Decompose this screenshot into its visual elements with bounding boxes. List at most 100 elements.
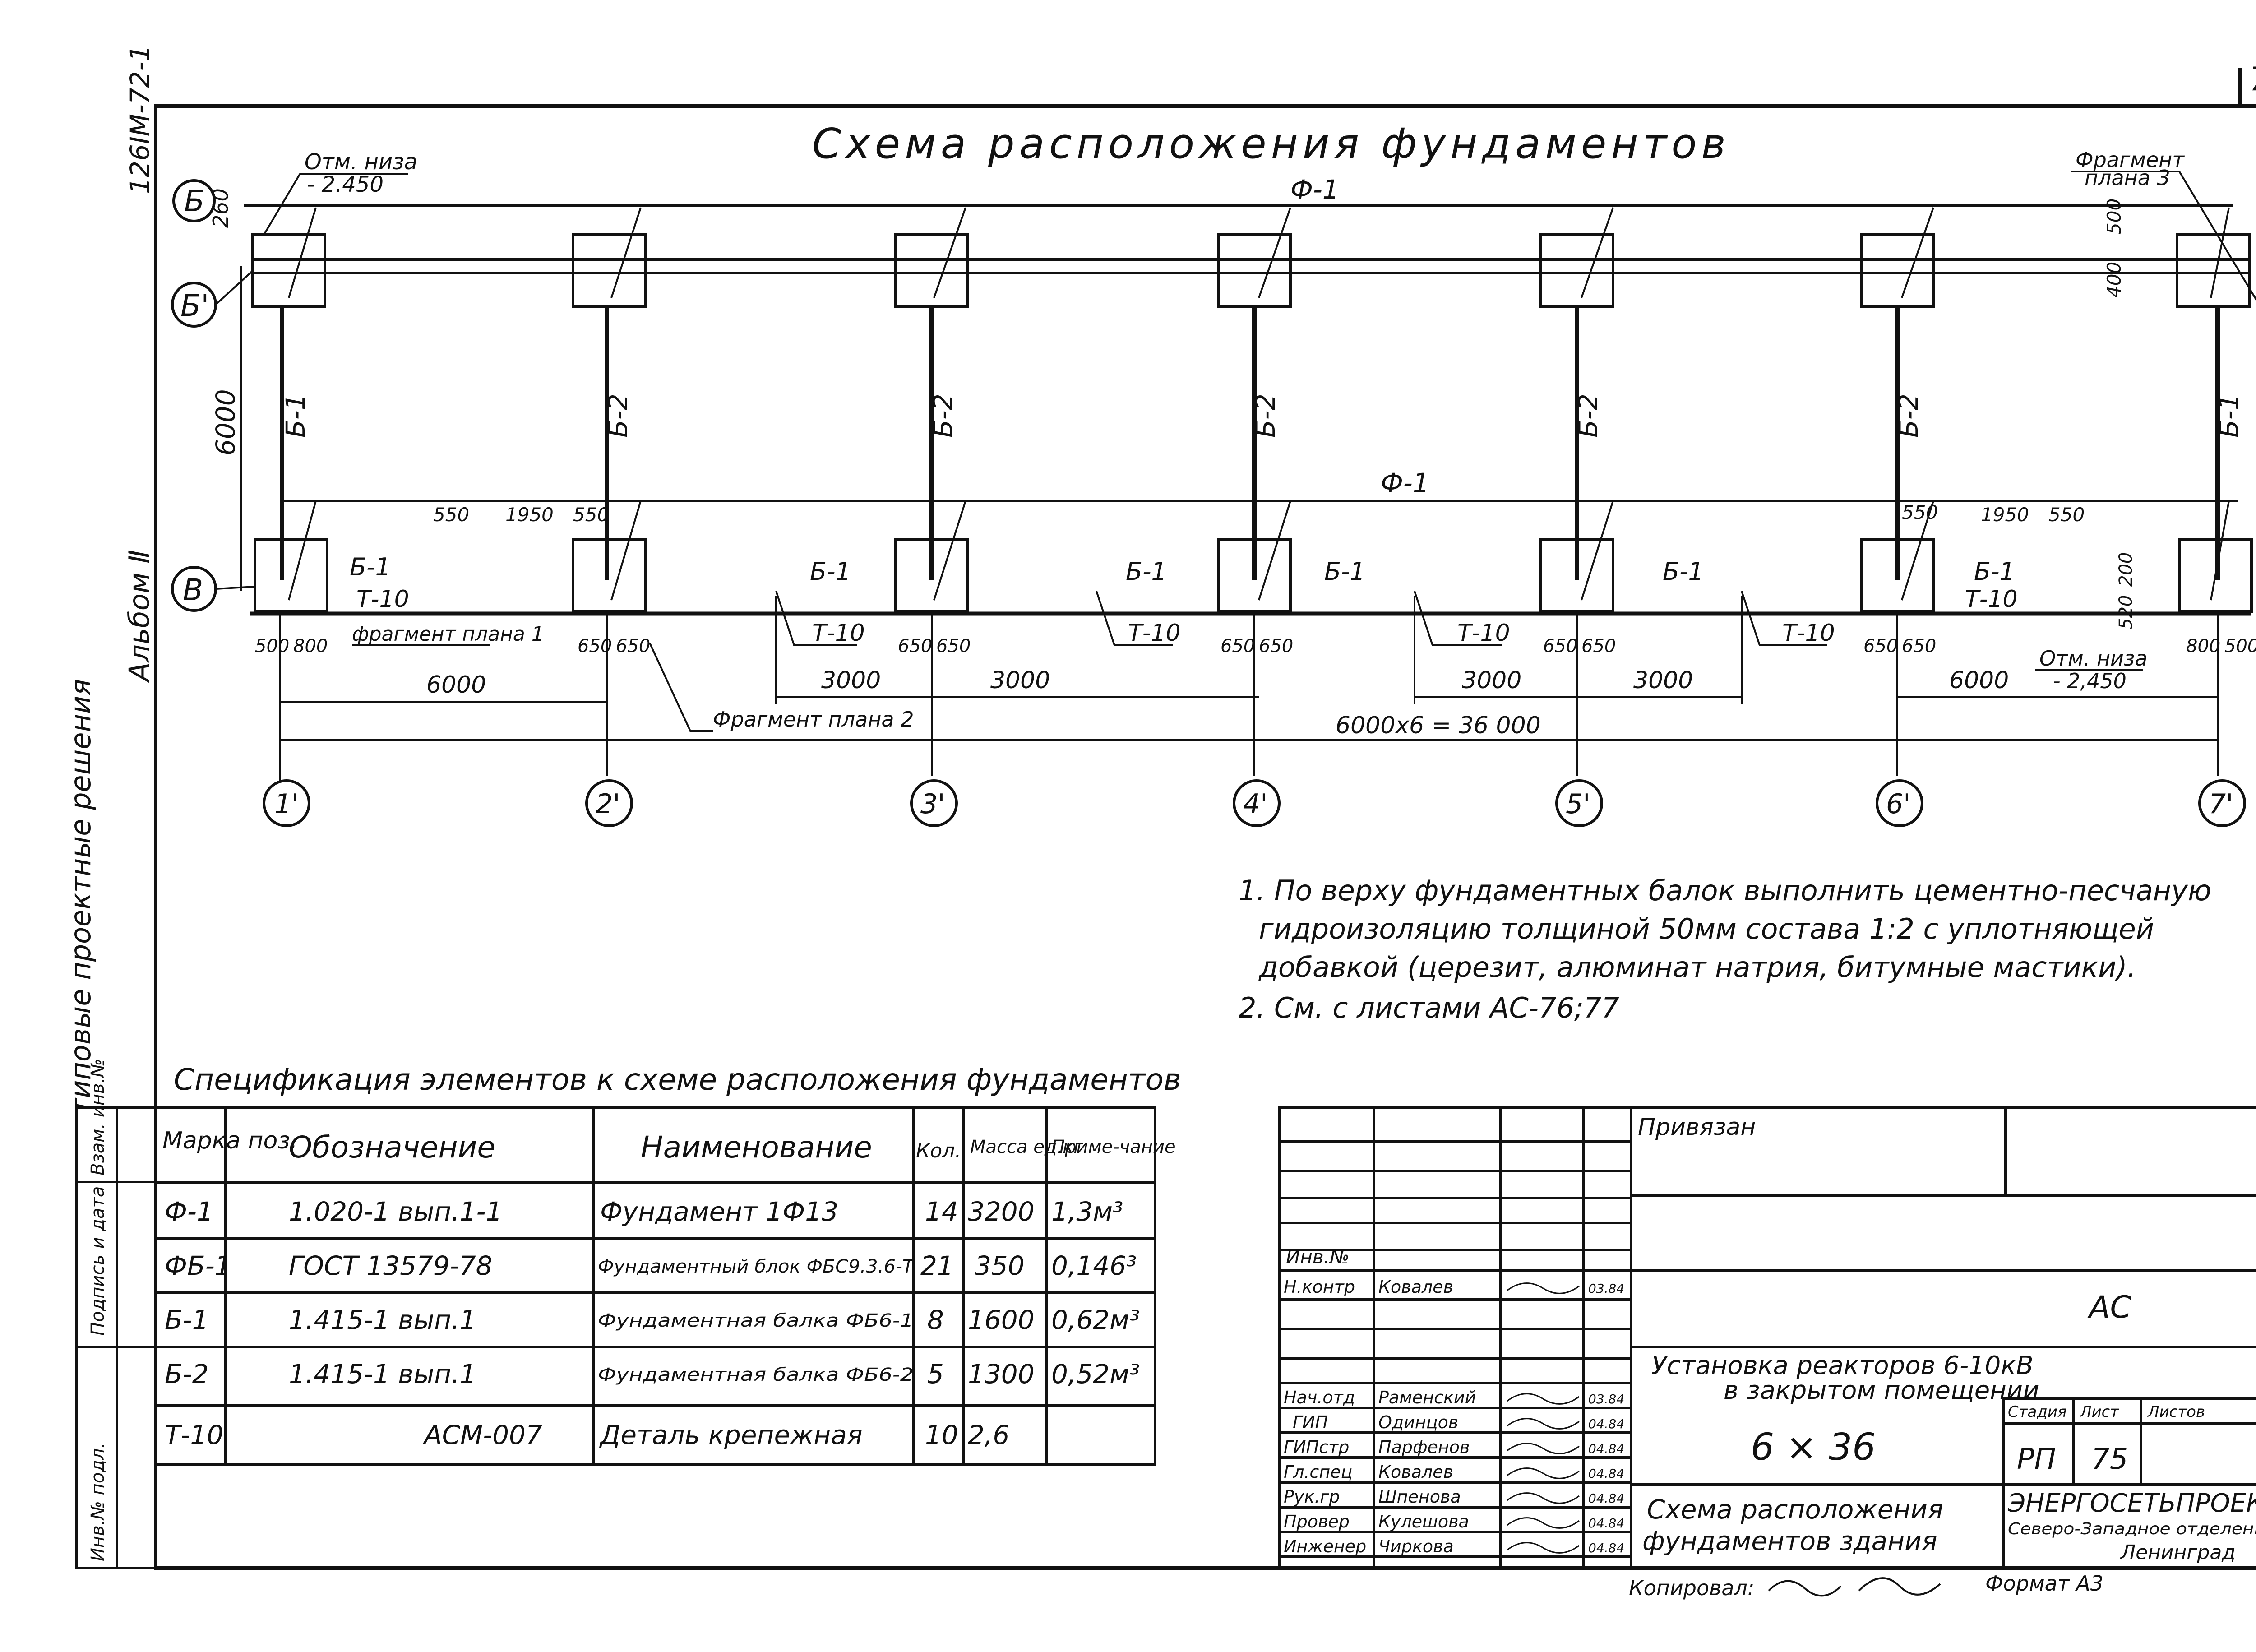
signer-row: ГИПстр Парфенов 04.84 — [1284, 1437, 1624, 1457]
bottom-beam-label: Б-1 — [1324, 557, 1365, 586]
bottom-beam-label: Б-1 — [1126, 557, 1167, 586]
spec-title: Спецификация элементов к схеме расположе… — [174, 1062, 1181, 1097]
signer-role: Нач.отд — [1284, 1388, 1355, 1407]
signer-date: 04.84 — [1588, 1541, 1624, 1555]
bottom-beam-label: Б-1 — [350, 553, 391, 581]
dim-3000: 3000 — [821, 667, 881, 694]
dim-500-br: 500 — [2224, 636, 2256, 657]
signer-row: ГИП Одинцов 04.84 — [1293, 1412, 1624, 1432]
dim-650: 650 — [1543, 636, 1577, 657]
copied-label: Копировал: — [1629, 1576, 1754, 1600]
bottom-beam-labels: Б-1 Б-1 Б-1 Б-1 Б-1 Б-1 — [350, 553, 2015, 586]
side-title: типовые проектные решения — [64, 679, 97, 1115]
strip-label: Инв.№ подл. — [88, 1443, 108, 1561]
column-beam-leaders — [288, 207, 2230, 601]
spec-table-rows: Ф-1 1.020-1 вып.1-1 Фундамент 1Ф13 14 32… — [165, 1196, 1140, 1450]
pad-dimensions: 550 1950 550 550 1950 550 500 800 650 65… — [255, 501, 2256, 657]
strip-label: Взам. инв.№ — [88, 1059, 108, 1175]
cell-designation: АСМ-007 — [422, 1420, 542, 1450]
column-beam-labels: Б-1 Б-2 Б-2 Б-2 Б-2 Б-2 Б-1 — [280, 393, 2244, 438]
signer-row: Провер Кулешова 04.84 — [1284, 1512, 1624, 1532]
bottom-row-beam-label: Ф-1 — [1381, 467, 1429, 498]
fragment-2-label: Фрагмент плана 2 — [713, 707, 914, 731]
cell-name: Фундаментная балка ФБ6-2 — [598, 1365, 914, 1385]
anchor-labels: Т-10 Т-10 Т-10 Т-10 Т-10 Т-10 — [356, 586, 2018, 647]
top-left-level-label: Отм. низа — [305, 149, 417, 175]
bottom-right-level-value: - 2,450 — [2053, 669, 2127, 693]
sheet-value: 75 — [2091, 1443, 2128, 1476]
cell-mass: 2,6 — [968, 1420, 1009, 1450]
signature — [1507, 1467, 1580, 1479]
top-foundation-pads — [251, 233, 2251, 308]
inv-no-label: Инв.№ — [1286, 1246, 1350, 1268]
dim-1950-b: 1950 — [1981, 504, 2029, 526]
anchor-label: Т-10 — [356, 586, 409, 613]
dimension-chains — [279, 614, 2219, 776]
signature — [1507, 1443, 1580, 1454]
top-foundation-strip — [244, 204, 2251, 274]
sheet-code: АС — [2087, 1290, 2132, 1325]
axis-letter: В — [183, 573, 203, 607]
spec-header: Кол. — [916, 1139, 961, 1162]
cell-qty: 8 — [927, 1305, 944, 1335]
column-beam-label: Б-1 — [2214, 393, 2244, 438]
table-row: Ф-1 1.020-1 вып.1-1 Фундамент 1Ф13 14 32… — [165, 1196, 1123, 1227]
dim-520: 520 — [2116, 595, 2136, 629]
signer-date: 04.84 — [1588, 1516, 1624, 1531]
signer-name: Парфенов — [1378, 1437, 1470, 1457]
signer-date: 04.84 — [1588, 1491, 1624, 1506]
cell-name: Фундамент 1Ф13 — [600, 1196, 838, 1227]
cell-mark: Т-10 — [165, 1420, 223, 1450]
bottom-beam-label: Б-1 — [810, 557, 851, 586]
sheet-title-1: Схема расположения — [1647, 1494, 1943, 1525]
title-block-signers: Н.контр Ковалев 03.84 Нач.отд Раменский … — [1284, 1277, 1624, 1556]
dim-260: 260 — [208, 188, 233, 228]
cell-designation: 1.415-1 вып.1 — [289, 1359, 476, 1389]
spec-header: Обозначение — [289, 1130, 495, 1165]
top-row-beam-label: Ф-1 — [1290, 174, 1339, 205]
cell-qty: 10 — [925, 1420, 958, 1450]
axis-number: 7' — [2209, 788, 2233, 820]
axis-bubble-b — [172, 179, 216, 222]
column-beam-label: Б-1 — [280, 393, 311, 438]
format-label: Формат А3 — [1985, 1571, 2103, 1596]
dim-500-bl: 500 — [255, 636, 289, 657]
column-beams — [280, 307, 2220, 580]
dim-total: 6000х6 = 36 000 — [1336, 712, 1541, 739]
column-beam-label: Б-2 — [603, 393, 633, 438]
cell-mark: Ф-1 — [165, 1196, 213, 1227]
axis-number: 4' — [1243, 788, 1268, 820]
fragment-3-label: Фрагмент — [2076, 148, 2185, 172]
sheet-title-2: фундаментов здания — [1642, 1526, 1937, 1556]
copier-signature — [1768, 1577, 1941, 1597]
signature — [1507, 1517, 1580, 1529]
dim-800-br: 800 — [2186, 636, 2220, 657]
signature — [1507, 1492, 1580, 1504]
title-block-grid — [1278, 1106, 2256, 1569]
fragment-3-label-2: плана 3 — [2085, 166, 2170, 190]
axis-number: 5' — [1566, 788, 1590, 820]
bottom-beam-label: Б-1 — [1663, 557, 1704, 586]
axis-number: 2' — [596, 788, 620, 820]
stage-value: РП — [2017, 1443, 2056, 1476]
project-line-1: Установка реакторов 6-10кВ — [1651, 1351, 2034, 1380]
anchor-label: Т-10 — [1965, 586, 2018, 613]
column-beam-label: Б-2 — [1893, 393, 1924, 438]
cell-mark: Б-2 — [165, 1359, 209, 1389]
dim-550: 550 — [433, 504, 469, 526]
signer-name: Кулешова — [1378, 1512, 1469, 1532]
attached-label: Привязан — [1638, 1114, 1756, 1141]
dim-650: 650 — [936, 636, 971, 657]
signer-role: ГИПстр — [1284, 1437, 1349, 1457]
note-line: добавкой (церезит, алюминат натрия, биту… — [1258, 951, 2136, 984]
axis-number: 3' — [920, 788, 945, 820]
table-row: Б-1 1.415-1 вып.1 Фундаментная балка ФБ6… — [165, 1305, 1140, 1335]
cell-mass: 350 — [975, 1250, 1025, 1281]
spec-table-headers: Марка поз. Обозначение Наименование Кол.… — [162, 1127, 1176, 1165]
signer-role: Провер — [1284, 1512, 1350, 1532]
cell-name: Фундаментный блок ФБС9.3.6-Т — [598, 1256, 915, 1277]
dim-550-d: 550 — [2048, 504, 2085, 526]
dim-650: 650 — [1863, 636, 1898, 657]
